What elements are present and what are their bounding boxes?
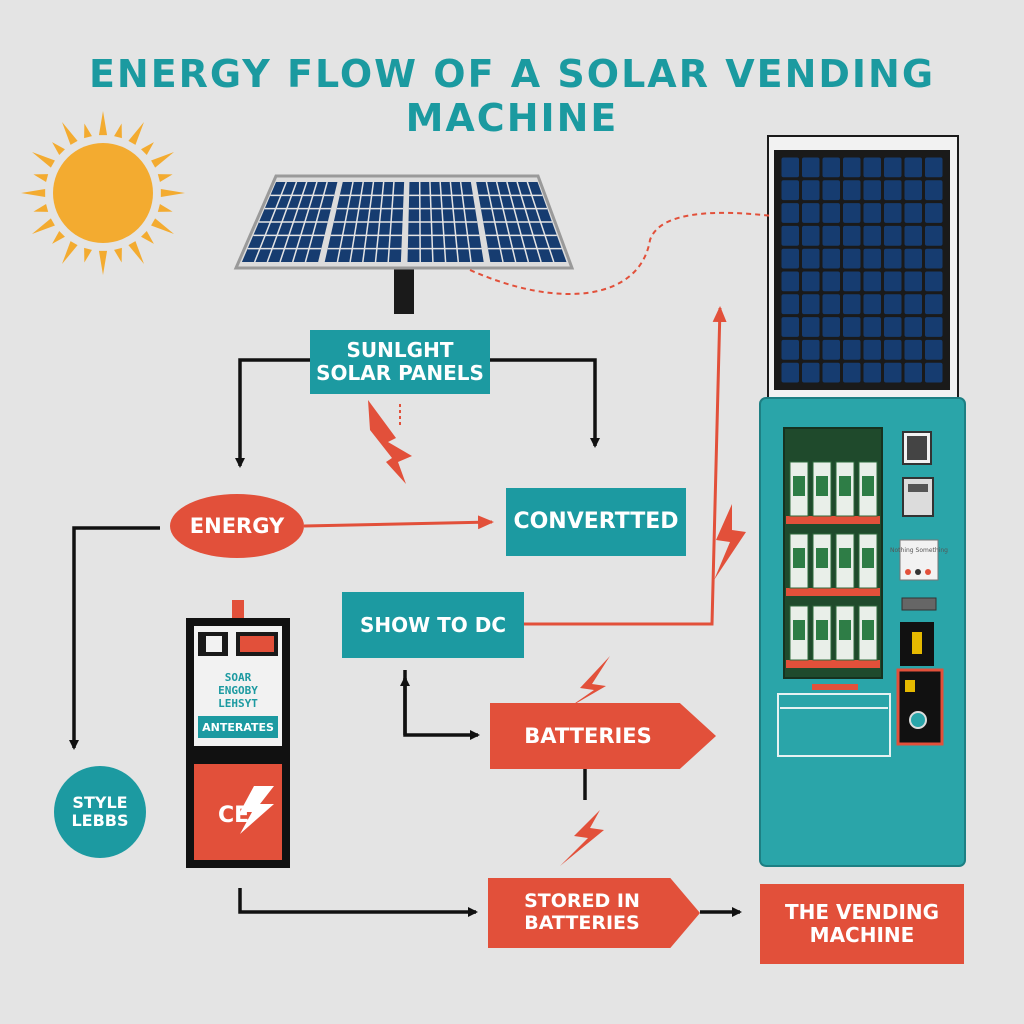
red-flow-arrows [303,211,773,626]
vending-panel-text: Nothing Something [890,547,948,554]
battery-unit-icon: SOAR ENGOBY LEHSYT ANTERATES CE [186,600,290,868]
arrow-to-converted [490,358,600,448]
vending-label-line2: MACHINE [809,923,915,947]
lightning-bolt-icon [560,810,604,866]
arrow-to-energy [235,358,310,468]
sun-icon [21,111,185,275]
converted-label: CONVERTTED [506,488,686,556]
sunlight-label-line1: SUNLGHT [346,338,454,362]
arrow-energy-to-style [69,526,160,750]
stored-in-batteries-label: STORED IN BATTERIES [488,878,700,948]
vending-label-line1: THE VENDING [784,900,940,924]
lightning-bolt-icon [368,400,412,484]
sunlight-solar-panels-label: SUNLGHT SOLAR PANELS [310,330,490,394]
lightning-bolt-icon [714,504,746,580]
arrow-energy-to-converted [303,515,494,530]
style-lebbs-badge: STYLE LEBBS [54,766,146,858]
battery-unit-text-3: LEHSYT [218,697,258,710]
stored-label-line1: STORED IN [524,890,640,913]
stored-label-line2: BATTERIES [524,912,640,934]
page-title: ENERGY FLOW OF A SOLAR VENDING MACHINE [88,52,936,140]
battery-unit-text-2: ENGOBY [218,684,258,697]
style-label-line1: STYLE [72,792,128,812]
battery-unit-strip: ANTERATES [202,721,274,734]
lightning-bolt-icon [568,656,610,708]
batteries-label: BATTERIES [490,703,716,769]
vending-machine-icon: Nothing Something [759,135,966,867]
show-to-dc-label: SHOW TO DC [342,592,524,658]
solar-panel-array-icon [233,174,575,314]
the-vending-machine-label: THE VENDING MACHINE [760,884,964,964]
arrow-battery-to-stored [238,888,478,917]
energy-label: ENERGY [170,494,304,558]
style-label-line2: LEBBS [71,811,129,830]
arrow-dc-to-vending [524,306,727,626]
sunlight-label-line2: SOLAR PANELS [316,361,484,385]
arrow-dc-to-batteries [403,670,480,740]
dashed-panel-link [469,211,773,295]
battery-unit-text-1: SOAR [225,671,252,684]
flow-arrows [69,358,742,917]
lightning-bolts [368,400,746,866]
